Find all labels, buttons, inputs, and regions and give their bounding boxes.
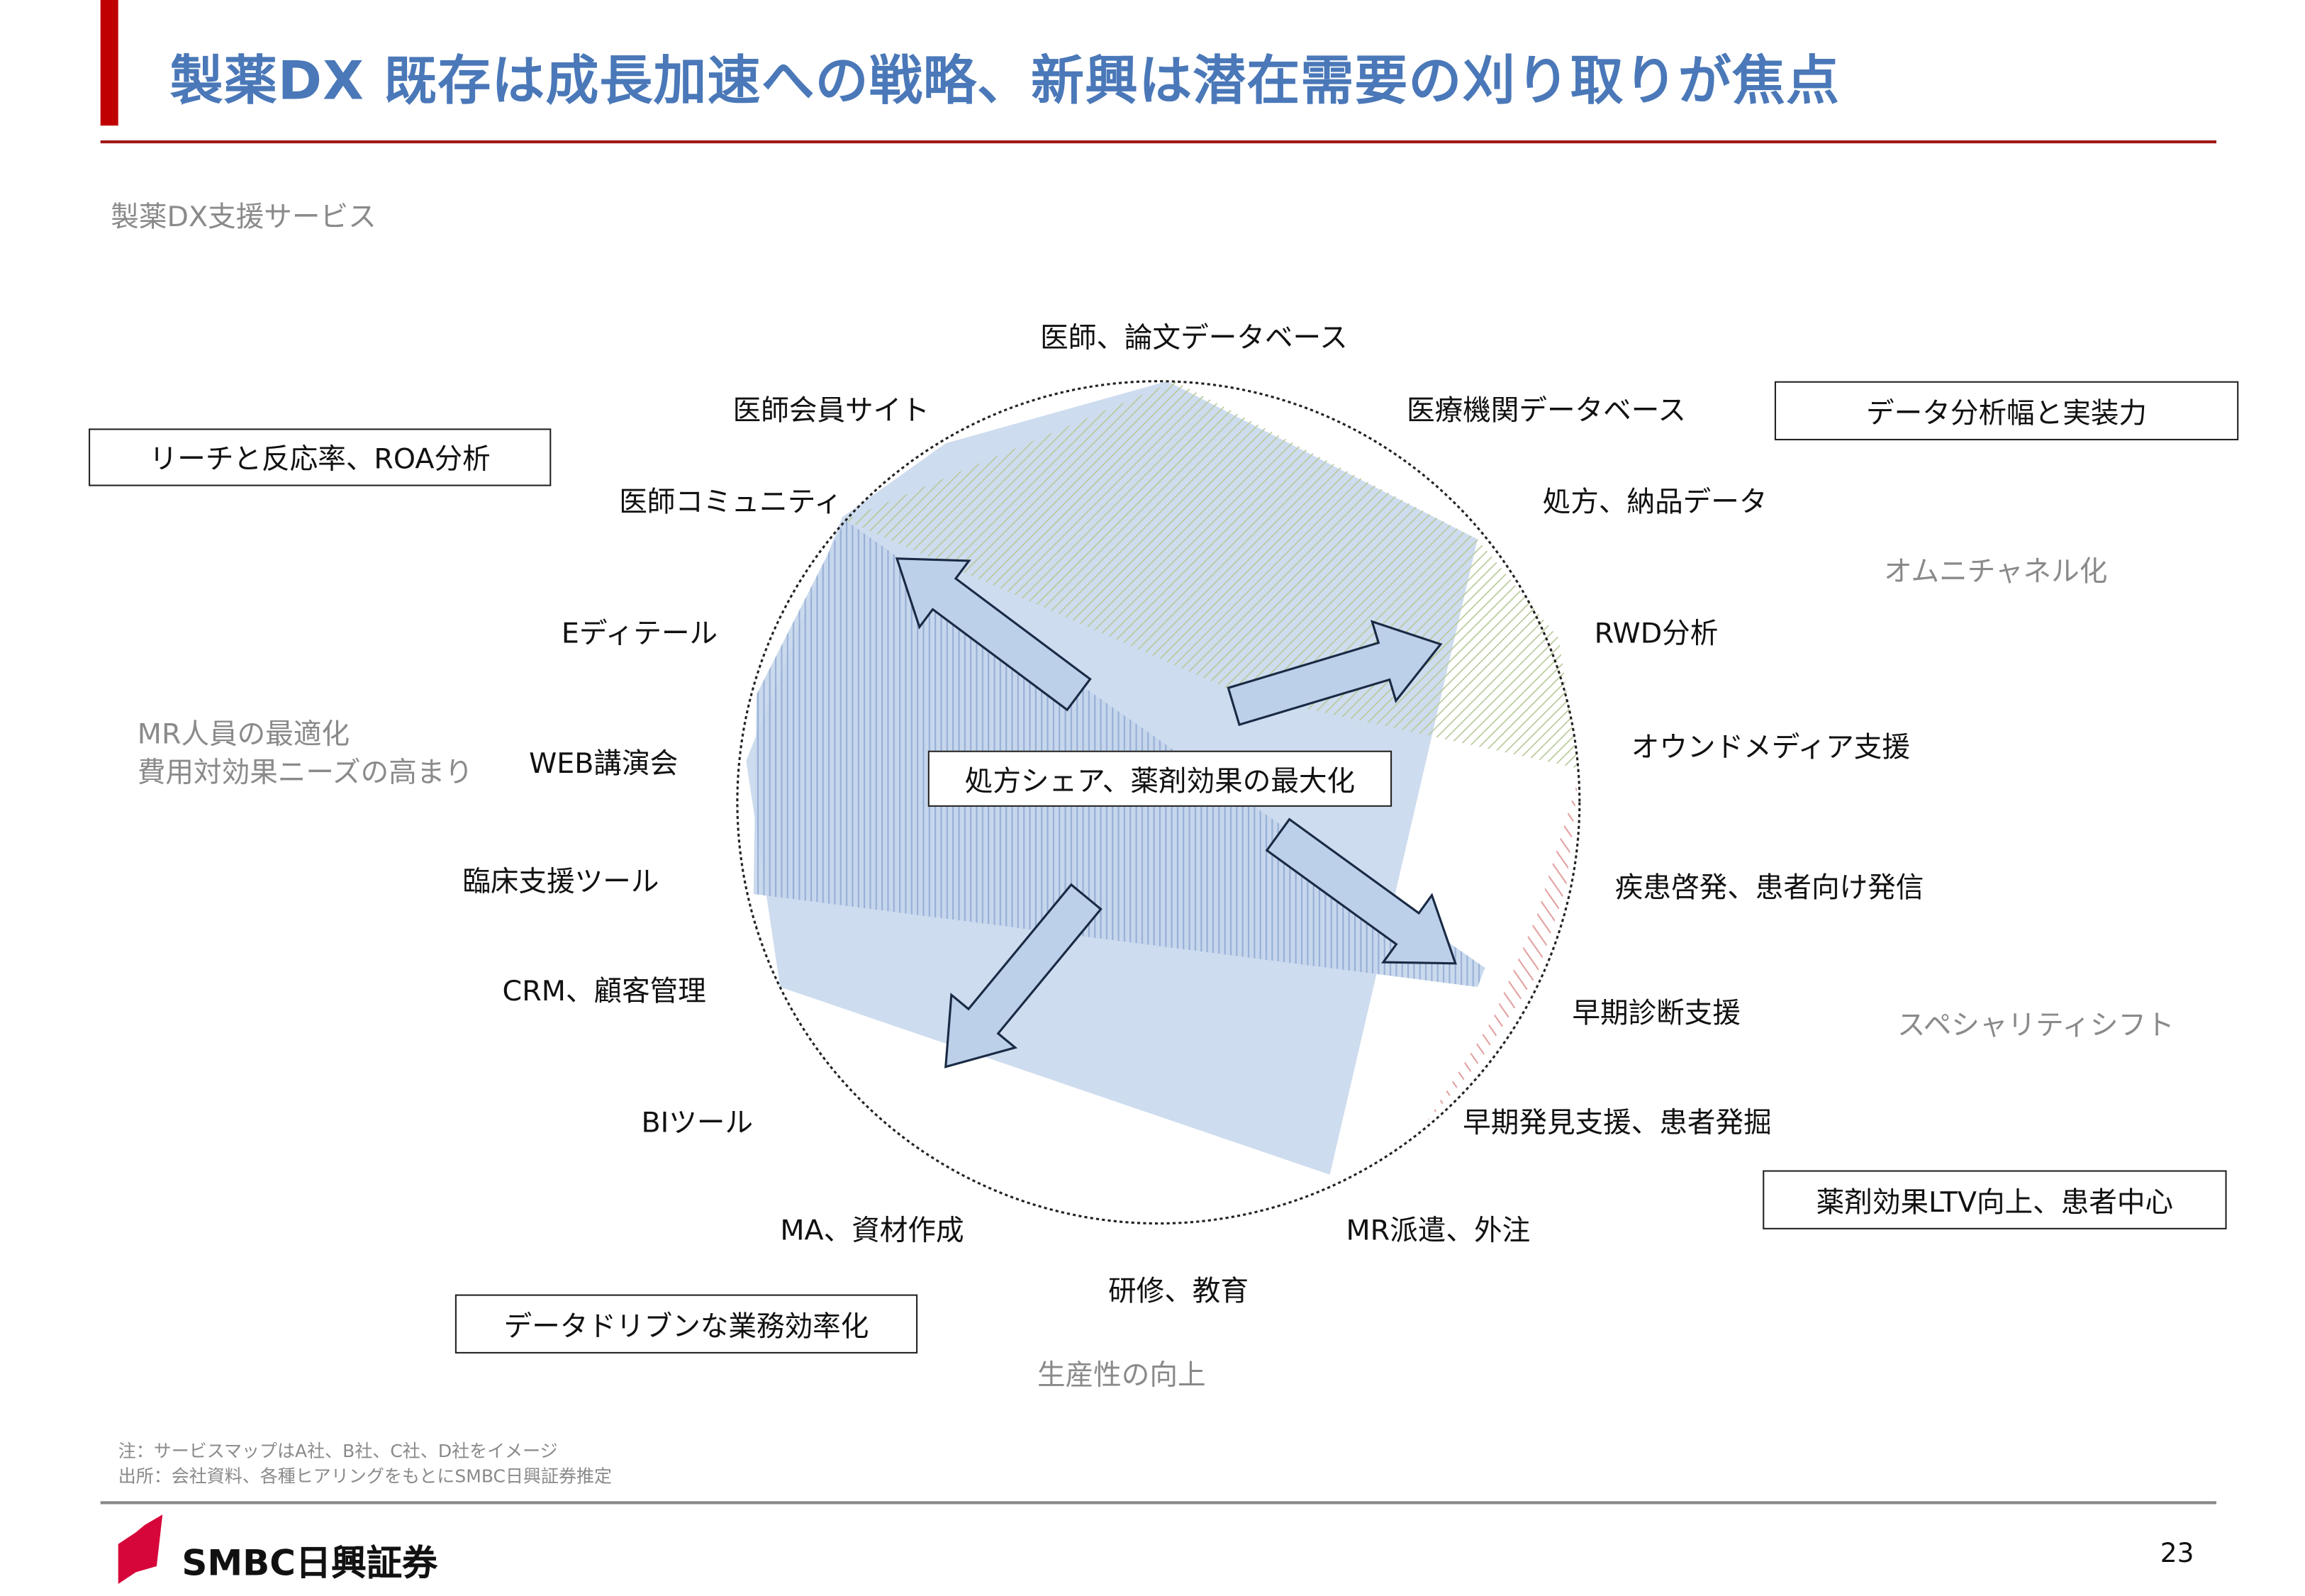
theme-box-efficiency: データドリブンな業務効率化 xyxy=(454,1294,918,1354)
title-divider xyxy=(100,140,2217,144)
arrow-right-icon xyxy=(1227,620,1443,727)
service-label: 疾患啓発、患者向け発信 xyxy=(1614,871,1924,905)
theme-box-data-analysis: データ分析幅と実装力 xyxy=(1774,381,2239,441)
title-accent-bar xyxy=(100,0,118,126)
arrow-down-left-icon xyxy=(944,883,1103,1068)
section-subtitle: 製薬DX支援サービス xyxy=(111,201,376,234)
service-label: MR派遣、外注 xyxy=(1346,1215,1531,1247)
service-label: RWD分析 xyxy=(1594,618,1719,650)
service-label: BIツール xyxy=(641,1106,754,1139)
theme-box-reach: リーチと反応率、ROA分析 xyxy=(89,428,552,486)
footnote-note: 注：サービスマップはA社、B社、C社、D社をイメージ xyxy=(118,1440,558,1462)
service-label: 医師会員サイト xyxy=(732,394,930,428)
service-label: 早期発見支援、患者発掘 xyxy=(1463,1106,1772,1139)
theme-box-ltv: 薬剤効果LTV向上、患者中心 xyxy=(1763,1170,2227,1229)
arrow-down-right-icon xyxy=(1265,817,1457,965)
arrow-up-left-icon xyxy=(895,557,1092,712)
service-label: Eディテール xyxy=(561,618,718,650)
service-label: 医師、論文データベース xyxy=(1040,322,1348,355)
service-label: 医療機関データベース xyxy=(1406,394,1686,428)
footnote-source: 出所：会社資料、各種ヒアリングをもとにSMBC日興証券推定 xyxy=(118,1466,613,1487)
service-label: 研修、教育 xyxy=(1108,1275,1249,1308)
service-label: 処方、納品データ xyxy=(1542,486,1768,519)
company-logo-text: SMBC日興証券 xyxy=(182,1542,438,1585)
theme-mr-optimization: MR人員の最適化 xyxy=(137,718,350,751)
service-circle xyxy=(736,380,1581,1225)
theme-cost-effectiveness: 費用対効果ニーズの高まり xyxy=(137,757,474,789)
theme-omnichannel: オムニチャネル化 xyxy=(1884,555,2108,588)
theme-productivity: 生産性の向上 xyxy=(1037,1359,1206,1393)
service-label: CRM、顧客管理 xyxy=(502,975,706,1008)
page-title: 製薬DX 既存は成長加速への戦略、新興は潜在需要の刈り取りが焦点 xyxy=(169,51,1840,113)
center-goal-box: 処方シェア、薬剤効果の最大化 xyxy=(927,750,1393,807)
service-label: WEB講演会 xyxy=(529,747,679,781)
service-label: オウンドメディア支援 xyxy=(1631,731,1910,764)
service-label: 医師コミュニティ xyxy=(619,486,842,519)
service-label: MA、資材作成 xyxy=(780,1215,964,1247)
theme-specialty-shift: スペシャリティシフト xyxy=(1897,1009,2175,1042)
footer-divider xyxy=(100,1501,2217,1505)
service-label: 臨床支援ツール xyxy=(462,866,659,899)
service-label: 早期診断支援 xyxy=(1572,997,1741,1030)
page-number: 23 xyxy=(2160,1538,2194,1570)
